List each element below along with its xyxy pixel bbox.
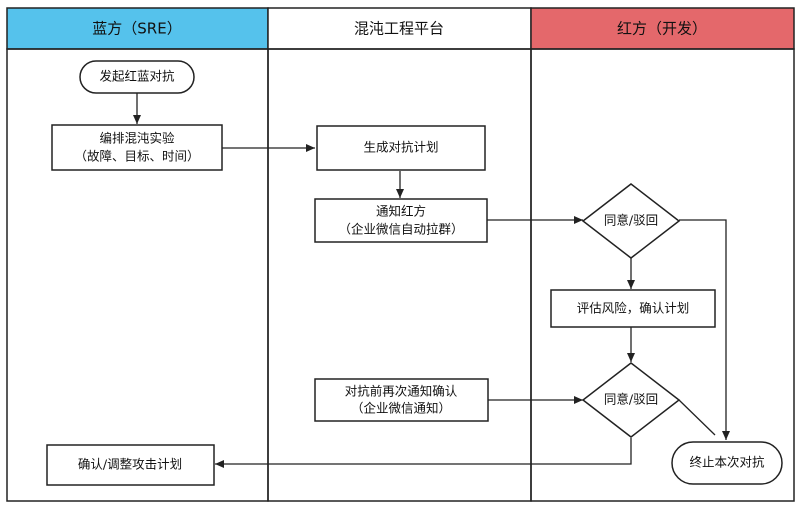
lane-header-platform — [267, 7, 532, 50]
connector-decision1-to-end — [679, 219, 730, 440]
start-node-label: 发起红蓝对抗 — [99, 69, 175, 84]
connector-decision2-to-end — [678, 399, 716, 436]
lane-header-red — [530, 7, 795, 50]
lane-title-red: 红方（开发） — [617, 20, 707, 38]
adjust-attack-plan-label: 确认/调整攻击计划 — [78, 457, 182, 472]
arrange-experiment-label: 编排混沌实验 — [99, 131, 175, 146]
generate-plan-label: 生成对抗计划 — [363, 140, 438, 155]
lane-title-blue: 蓝方（SRE） — [92, 20, 181, 38]
assess-risk-label: 评估风险，确认计划 — [577, 301, 690, 316]
notify-red-detail: （企业微信自动拉群） — [338, 222, 463, 237]
notify-red-label: 通知红方 — [376, 204, 426, 219]
lane-body-platform — [267, 48, 532, 502]
pre-confrontation-notify-label: 对抗前再次通知确认 — [345, 384, 458, 399]
lane-body-red — [530, 48, 795, 502]
adjust-attack-plan-box — [46, 444, 215, 486]
lane-header-blue — [6, 7, 269, 50]
decision-1-label: 同意/驳回 — [604, 213, 658, 228]
end-node — [671, 441, 783, 485]
generate-plan-box — [316, 125, 486, 171]
decision-approve-reject-2 — [581, 362, 681, 438]
start-node — [79, 60, 195, 94]
decision-2-label: 同意/驳回 — [604, 392, 658, 407]
end-node-label: 终止本次对抗 — [689, 455, 765, 470]
arrange-experiment-detail: （故障、目标、时间） — [74, 149, 199, 164]
assess-risk-box — [550, 289, 716, 328]
connector-decision2-to-adjust — [215, 438, 632, 468]
pre-confrontation-notify-box — [314, 378, 489, 422]
decision-approve-reject-1 — [581, 183, 681, 259]
lane-title-platform: 混沌工程平台 — [354, 20, 444, 38]
arrange-experiment-box — [51, 124, 223, 171]
pre-confrontation-notify-detail: （企业微信通知） — [351, 401, 451, 416]
notify-red-box — [314, 198, 488, 243]
